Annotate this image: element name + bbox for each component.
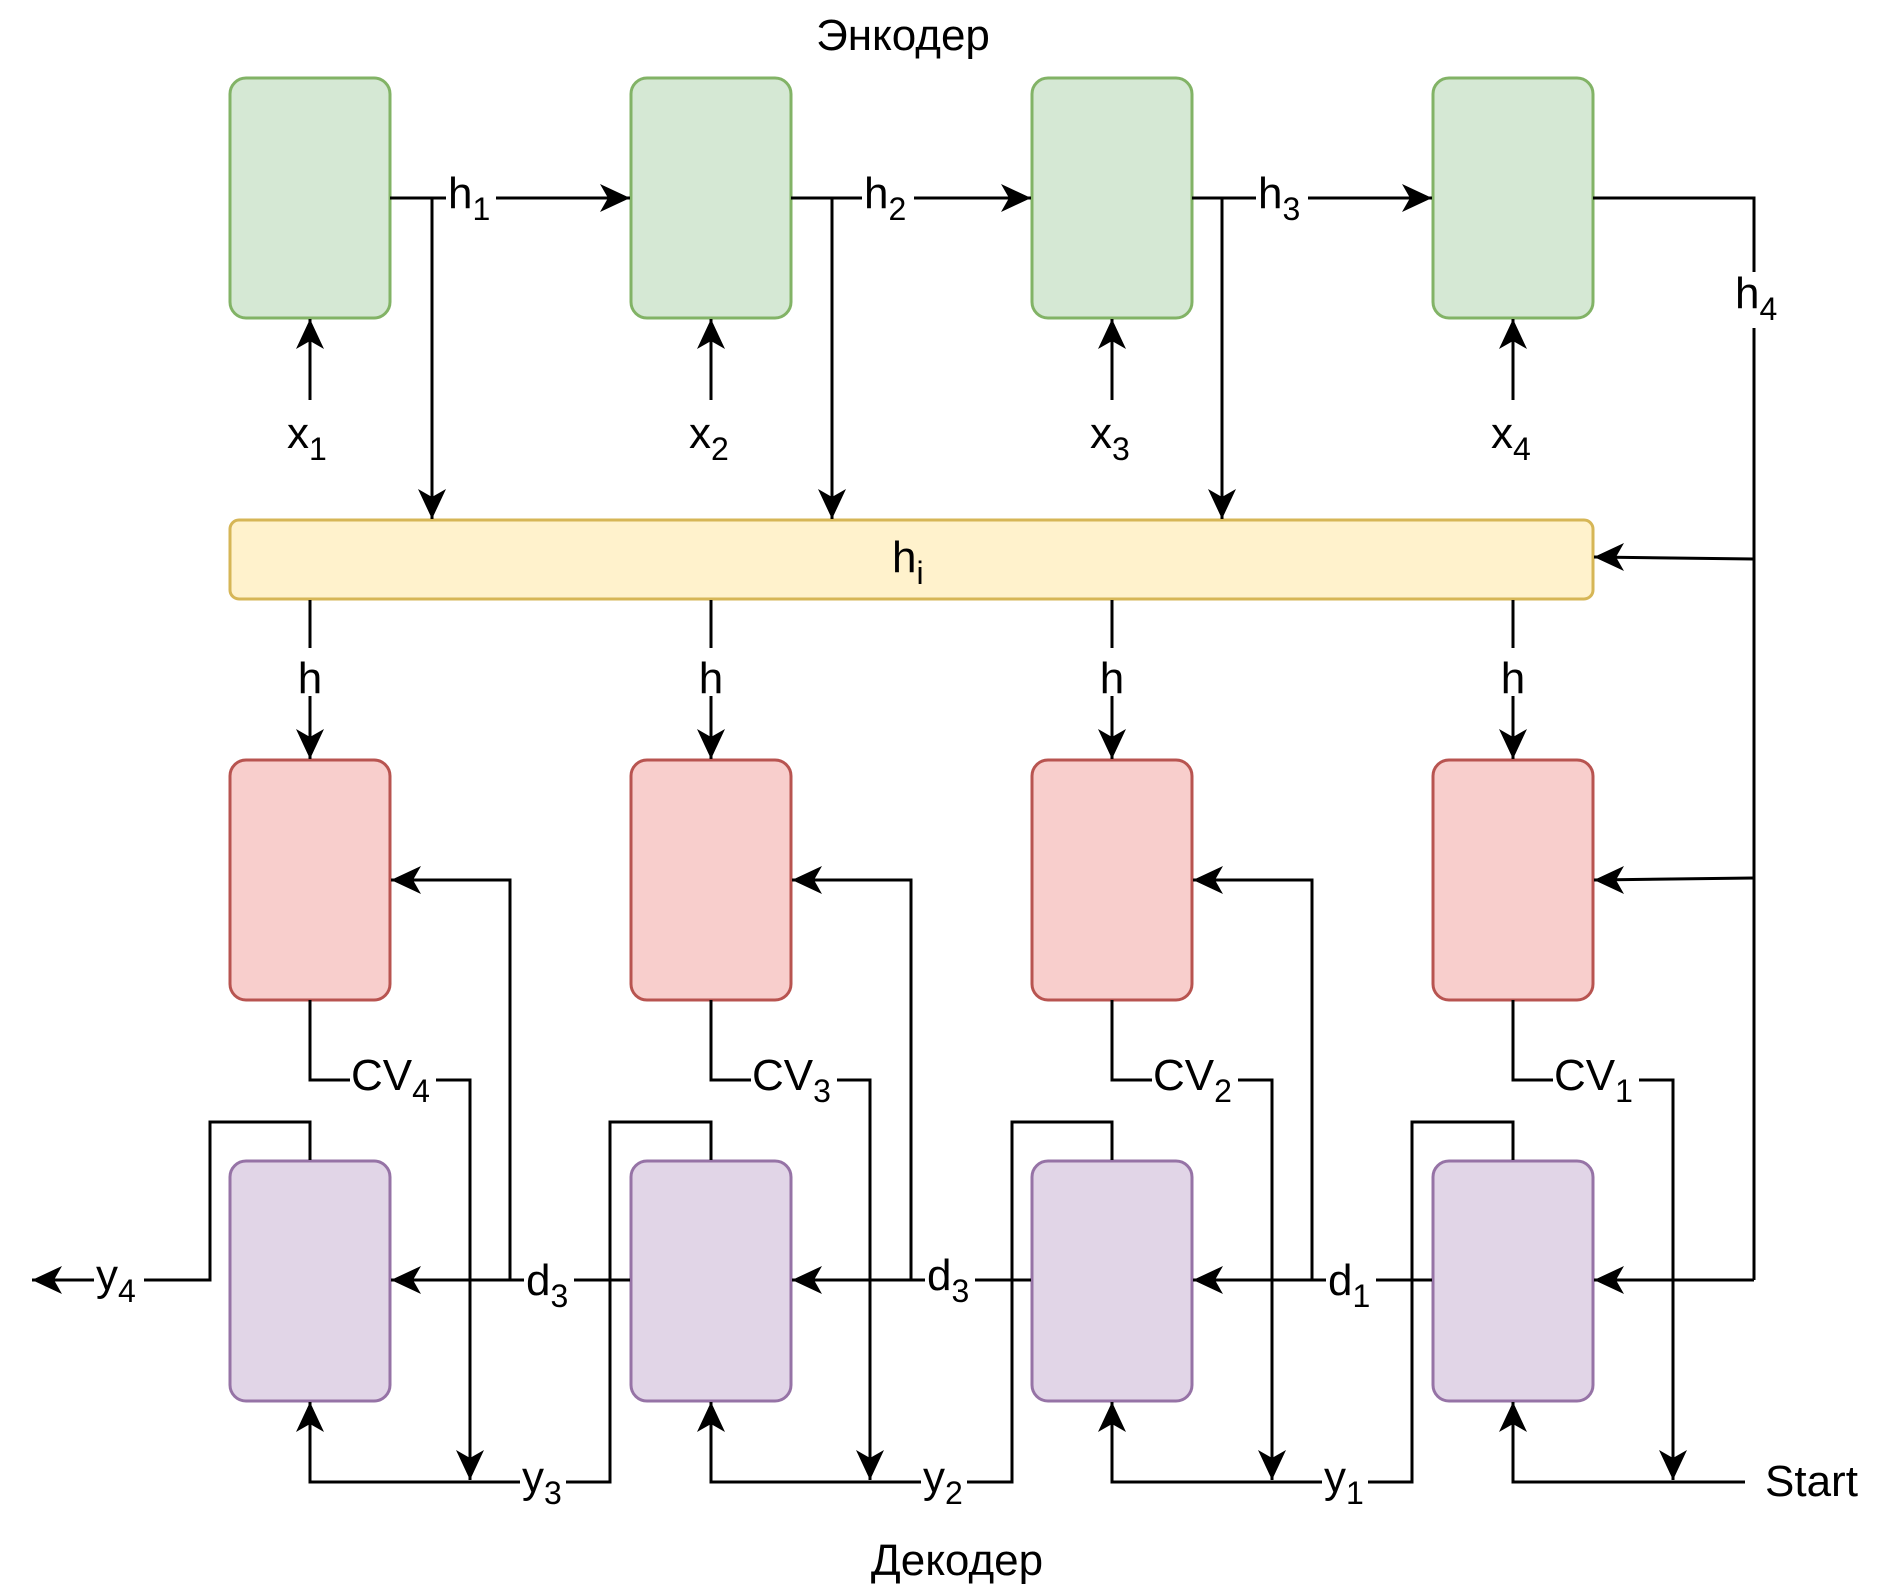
label-x3: x3 (1090, 409, 1130, 467)
labels: h1 h2 h3 h4 x1 x2 x3 x4 h h h h CV4 CV3 … (94, 169, 1858, 1511)
d-to-context-3 (1193, 878, 1314, 1280)
arrowhead (296, 1402, 324, 1432)
encoder-title: Энкодер (816, 11, 990, 60)
label-y3: y3 (522, 1453, 562, 1511)
decoder-blocks (228, 1159, 1595, 1403)
d-to-context-1 (391, 878, 512, 1280)
connectors (32, 196, 1756, 1484)
label-y1: y1 (1324, 1453, 1364, 1511)
d-to-context-2 (792, 878, 913, 1280)
h4-to-attention (1593, 555, 1755, 561)
decoder-block-2 (629, 1159, 793, 1403)
arrowhead (1208, 489, 1236, 519)
arrowhead (1098, 729, 1126, 759)
label-x1: x1 (287, 409, 327, 467)
arrowhead (1594, 1266, 1624, 1294)
arrowhead (296, 319, 324, 349)
label-att-out-3: h (1100, 654, 1124, 703)
arrowhead (1499, 729, 1527, 759)
label-x2: x2 (689, 409, 729, 467)
arrowheads (32, 184, 1687, 1480)
arrowhead (1001, 184, 1031, 212)
context-block-2 (629, 758, 793, 1002)
arrowhead (1098, 319, 1126, 349)
context-block-3 (1030, 758, 1194, 1002)
context-blocks (228, 758, 1595, 1002)
label-cv4: CV4 (351, 1051, 430, 1109)
arrowhead (1258, 1450, 1286, 1480)
context-block-4 (1431, 758, 1595, 1002)
arrowhead (1659, 1450, 1687, 1480)
y3-route (308, 1120, 713, 1484)
arrowhead (1193, 866, 1223, 894)
decoder-block-3 (1030, 1159, 1194, 1403)
label-x4: x4 (1491, 409, 1531, 467)
h4-bus (1593, 196, 1756, 1280)
encoder-block-1 (228, 76, 392, 320)
attention-label: hi (892, 533, 924, 591)
arrowhead (32, 1266, 62, 1294)
arrowhead (697, 729, 725, 759)
arrowhead (1594, 543, 1624, 571)
context-block-1 (228, 758, 392, 1002)
arrowhead (1402, 184, 1432, 212)
arrowhead (1193, 1266, 1223, 1294)
start-route (1511, 1402, 1745, 1484)
arrowhead (1499, 319, 1527, 349)
label-att-out-4: h (1501, 654, 1525, 703)
label-d3-a: d3 (526, 1256, 568, 1314)
attention-bar (228, 518, 1595, 601)
arrowhead (1098, 1402, 1126, 1432)
decoder-block-4 (1431, 1159, 1595, 1403)
arrowhead (296, 729, 324, 759)
label-att-out-1: h (298, 654, 322, 703)
arrowhead (856, 1450, 884, 1480)
y2-route (709, 1120, 1114, 1484)
label-h1: h1 (448, 169, 490, 227)
arrowhead (792, 1266, 822, 1294)
encoder-block-3 (1030, 76, 1194, 320)
arrowhead (1594, 866, 1624, 894)
arrowhead (818, 489, 846, 519)
encoder-block-2 (629, 76, 793, 320)
label-cv3: CV3 (752, 1051, 831, 1109)
label-y2: y2 (923, 1453, 963, 1511)
encoder-block-4 (1431, 76, 1595, 320)
label-d3-b: d3 (927, 1251, 969, 1309)
label-start: Start (1765, 1457, 1858, 1506)
label-d1: d1 (1328, 1256, 1370, 1314)
arrowhead (456, 1450, 484, 1480)
arrowhead (391, 1266, 421, 1294)
arrowhead (697, 1402, 725, 1432)
arrowhead (1499, 1402, 1527, 1432)
arrowhead (697, 319, 725, 349)
decoder-block-1 (228, 1159, 392, 1403)
h4-to-context-4 (1593, 876, 1755, 882)
label-y4: y4 (96, 1251, 136, 1309)
arrowhead (792, 866, 822, 894)
arrowhead (600, 184, 630, 212)
label-cv1: CV1 (1554, 1051, 1633, 1109)
arrowhead (418, 489, 446, 519)
label-h2: h2 (864, 169, 906, 227)
label-h3: h3 (1258, 169, 1300, 227)
label-h4: h4 (1735, 269, 1777, 327)
y4-route (32, 1120, 312, 1282)
y1-route (1110, 1120, 1515, 1484)
label-cv2: CV2 (1153, 1051, 1232, 1109)
decoder-title: Декодер (871, 1536, 1043, 1585)
label-att-out-2: h (699, 654, 723, 703)
arrowhead (391, 866, 421, 894)
